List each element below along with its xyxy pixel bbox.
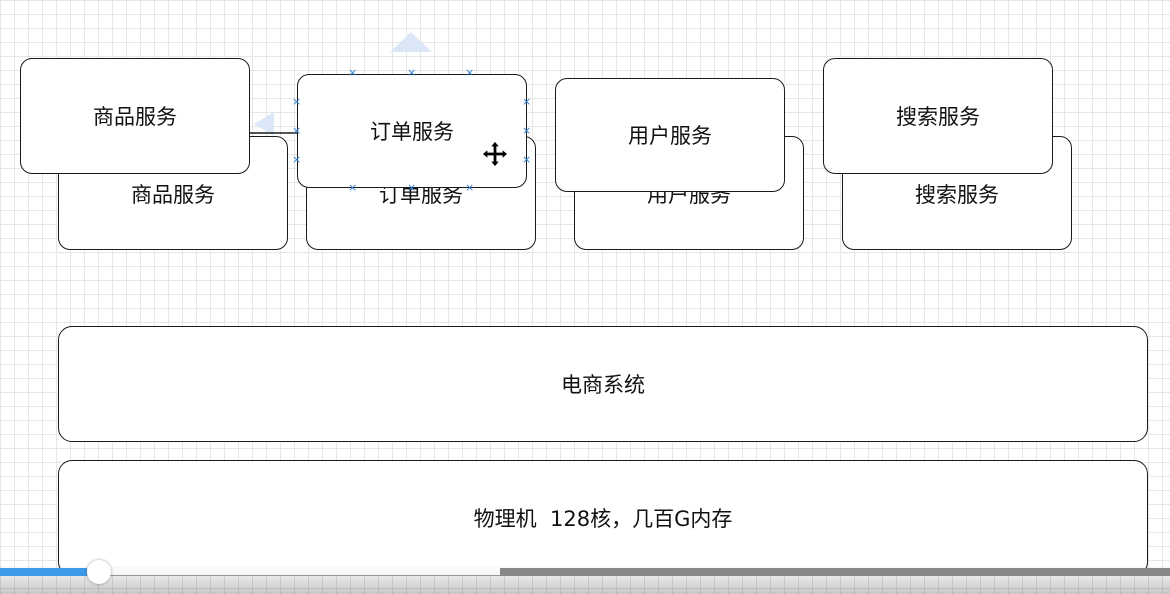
connect-arrow-up-icon[interactable] [390,32,432,52]
node-search-service[interactable]: 搜索服务 [823,58,1053,174]
resize-handle-top-right-icon[interactable]: × [465,66,475,79]
resize-handle-left-icon[interactable]: × [292,124,302,137]
resize-handle-top-icon[interactable]: × [407,66,417,79]
node-order-service-selected[interactable]: 订单服务 [297,74,527,188]
move-cursor-icon [481,140,509,168]
node-user-service[interactable]: 用户服务 [555,78,785,192]
connect-arrow-left-icon[interactable] [254,112,274,136]
video-progress-bar[interactable] [0,560,1170,594]
resize-handle-top-left-icon[interactable]: × [348,66,358,79]
node-label: 订单服务 [370,120,454,144]
node-label: 商品服务 [131,183,215,207]
progress-thumb[interactable] [86,560,111,584]
node-label: 用户服务 [628,124,712,148]
resize-handle-right-icon[interactable]: × [522,124,532,137]
resize-handle-left-bottom-icon[interactable]: × [292,153,302,166]
node-label: 商品服务 [93,105,177,129]
node-physical-machine[interactable]: 物理机 128核，几百G内存 [58,460,1148,576]
resize-handle-right-bottom-icon[interactable]: × [522,153,532,166]
progress-played [0,568,87,576]
progress-buffered [499,568,1170,576]
node-ecommerce-system[interactable]: 电商系统 [58,326,1148,442]
node-label: 物理机 128核，几百G内存 [473,507,733,531]
node-label: 搜索服务 [915,183,999,207]
node-label: 搜索服务 [896,105,980,129]
resize-handle-bottom-icon[interactable]: × [407,181,417,194]
resize-handle-right-top-icon[interactable]: × [522,95,532,108]
node-label: 电商系统 [561,373,645,397]
node-product-service[interactable]: 商品服务 [20,58,250,174]
connector-line [249,132,299,134]
resize-handle-left-top-icon[interactable]: × [292,95,302,108]
resize-handle-bottom-right-icon[interactable]: × [465,181,475,194]
resize-handle-bottom-left-icon[interactable]: × [348,181,358,194]
